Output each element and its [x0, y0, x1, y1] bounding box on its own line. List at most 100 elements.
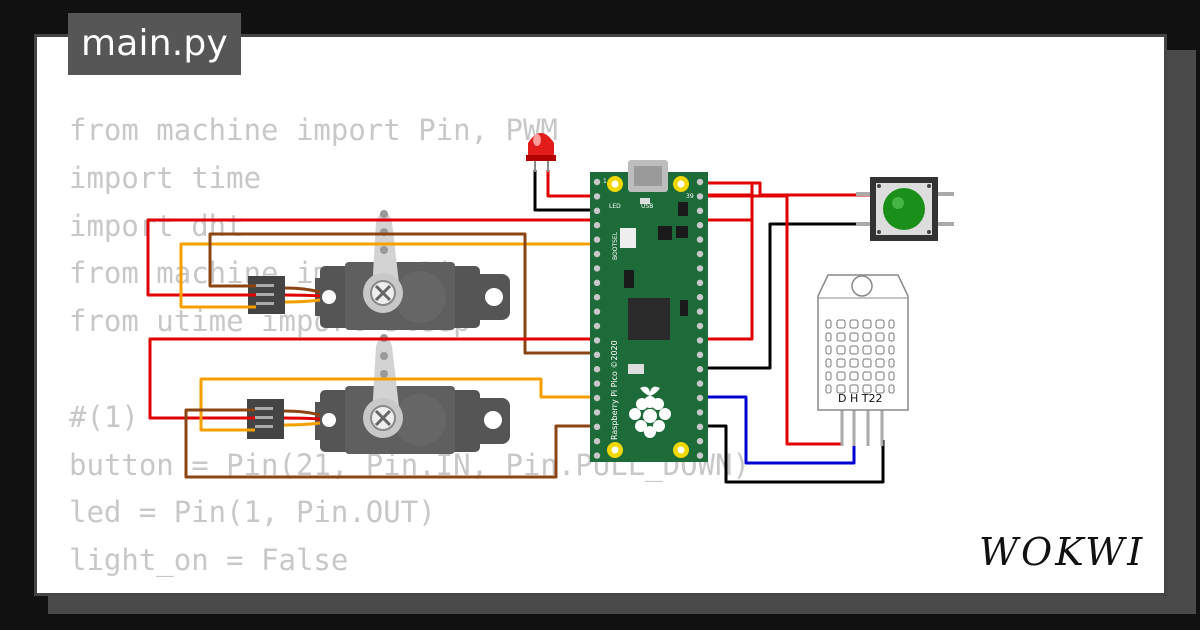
- pico-pin[interactable]: [696, 308, 704, 315]
- dht22-grille-slot: [836, 371, 846, 381]
- dht22-grille-slot: [862, 319, 872, 329]
- dht22-label: D H T22: [838, 392, 882, 405]
- pico-pin[interactable]: [593, 337, 601, 344]
- dht22-grille-slot: [888, 384, 895, 394]
- wire-servo1-brown: [208, 232, 597, 355]
- dht22-grille-slot: [875, 332, 885, 342]
- pico-pin[interactable]: [696, 452, 704, 459]
- servo-connector-top[interactable]: [248, 276, 321, 314]
- board-label-usb: USB: [641, 203, 653, 210]
- code-line: def button_pressed(channel):: [69, 585, 750, 593]
- dht22-grille-slot: [888, 358, 895, 368]
- pico-pin[interactable]: [593, 452, 601, 459]
- dht22-grille-slot: [849, 384, 859, 394]
- pico-pin[interactable]: [593, 366, 601, 373]
- pico-pin[interactable]: [696, 337, 704, 344]
- dht22-grille-slot: [825, 332, 832, 342]
- pin-header-right[interactable]: [696, 178, 704, 459]
- push-button-icon[interactable]: [856, 177, 954, 241]
- pin-header-left[interactable]: [593, 178, 601, 459]
- pico-pin[interactable]: [593, 438, 601, 445]
- board-label-bootsel: BOOTSEL: [612, 231, 619, 260]
- wires: [146, 170, 885, 484]
- dht22-grille-slot: [825, 345, 832, 355]
- pico-pin[interactable]: [696, 279, 704, 286]
- pico-pin[interactable]: [593, 193, 601, 200]
- servo-motor-top[interactable]: [315, 210, 510, 330]
- code-line: light_on = False: [69, 543, 349, 578]
- wire-servo2-brown: [184, 408, 597, 479]
- dht22-grille-slot: [849, 345, 859, 355]
- pico-pin[interactable]: [696, 193, 704, 200]
- dht22-grille-slot: [836, 332, 846, 342]
- pico-pin[interactable]: [696, 380, 704, 387]
- pico-pin[interactable]: [593, 294, 601, 301]
- pico-pin[interactable]: [593, 308, 601, 315]
- pico-pin[interactable]: [593, 380, 601, 387]
- file-tab-title: main.py: [81, 23, 228, 64]
- pico-pin[interactable]: [593, 207, 601, 214]
- code-line: led = Pin(1, Pin.OUT): [69, 495, 436, 530]
- dht22-grille-slot: [849, 371, 859, 381]
- dht22-grille-slot: [849, 332, 859, 342]
- dht22-grille-slot: [825, 371, 832, 381]
- wire-button-black: [700, 222, 870, 370]
- wire-dht-black: [700, 424, 885, 484]
- wire-led-red: [546, 170, 597, 198]
- board-label-pin39: 39: [686, 193, 694, 200]
- pico-pin[interactable]: [593, 222, 601, 229]
- code-line: from machine import Pin, PWM: [69, 113, 558, 147]
- red-led-icon[interactable]: [526, 133, 556, 172]
- pico-pin[interactable]: [696, 294, 704, 301]
- raspberry-pi-pico-board[interactable]: 1 39 LED USB BOOTSEL Raspberry Pi Pico ©…: [590, 160, 708, 462]
- pico-pin[interactable]: [696, 236, 704, 243]
- wokwi-logo: WOKWI: [975, 525, 1151, 581]
- pico-pin[interactable]: [593, 409, 601, 416]
- dht22-grille-slot: [836, 345, 846, 355]
- dht22-grille-slot: [825, 358, 832, 368]
- dht22-grille-slot: [849, 319, 859, 329]
- servo-connector-bottom[interactable]: [247, 399, 321, 439]
- dht22-grille-slot: [888, 319, 895, 329]
- pico-pin[interactable]: [593, 394, 601, 402]
- dht22-grille-slot: [836, 319, 846, 329]
- pico-pin[interactable]: [696, 438, 704, 445]
- dht22-grille-slot: [825, 319, 832, 329]
- dht22-grille-slot: [862, 345, 872, 355]
- file-tab[interactable]: main.py: [68, 13, 241, 75]
- pico-pin[interactable]: [696, 409, 704, 416]
- dht22-grille-slot: [836, 358, 846, 368]
- pico-pin[interactable]: [696, 423, 704, 430]
- pico-pin[interactable]: [593, 178, 601, 186]
- pico-pin[interactable]: [696, 265, 704, 272]
- pico-pin[interactable]: [696, 250, 704, 258]
- board-label-led: LED: [609, 203, 621, 210]
- pico-pin[interactable]: [593, 250, 601, 258]
- dht22-grille-slot: [888, 332, 895, 342]
- pico-pin[interactable]: [593, 236, 601, 243]
- pico-pin[interactable]: [696, 394, 704, 402]
- pico-pin[interactable]: [696, 322, 704, 330]
- dht22-grille-slot: [862, 358, 872, 368]
- dht22-grille-slot: [836, 384, 846, 394]
- board-label-side: Raspberry Pi Pico ©2020: [610, 340, 619, 440]
- servo-motor-bottom[interactable]: [315, 334, 510, 454]
- pico-pin[interactable]: [696, 351, 704, 358]
- dht22-grille-slot: [875, 384, 885, 394]
- pico-pin[interactable]: [593, 423, 601, 430]
- dht22-sensor[interactable]: D H T22: [817, 274, 909, 446]
- pico-pin[interactable]: [593, 351, 601, 358]
- pico-pin[interactable]: [593, 279, 601, 286]
- dht22-grille-slot: [849, 358, 859, 368]
- pico-pin[interactable]: [696, 178, 704, 186]
- dht22-grille-slot: [862, 384, 872, 394]
- pico-pin[interactable]: [696, 207, 704, 214]
- pico-pin[interactable]: [696, 366, 704, 373]
- dht22-grille-slot: [825, 384, 832, 394]
- wire-servo2-orange: [199, 377, 597, 432]
- pico-pin[interactable]: [593, 265, 601, 272]
- pico-pin[interactable]: [593, 322, 601, 330]
- pico-pin[interactable]: [696, 222, 704, 229]
